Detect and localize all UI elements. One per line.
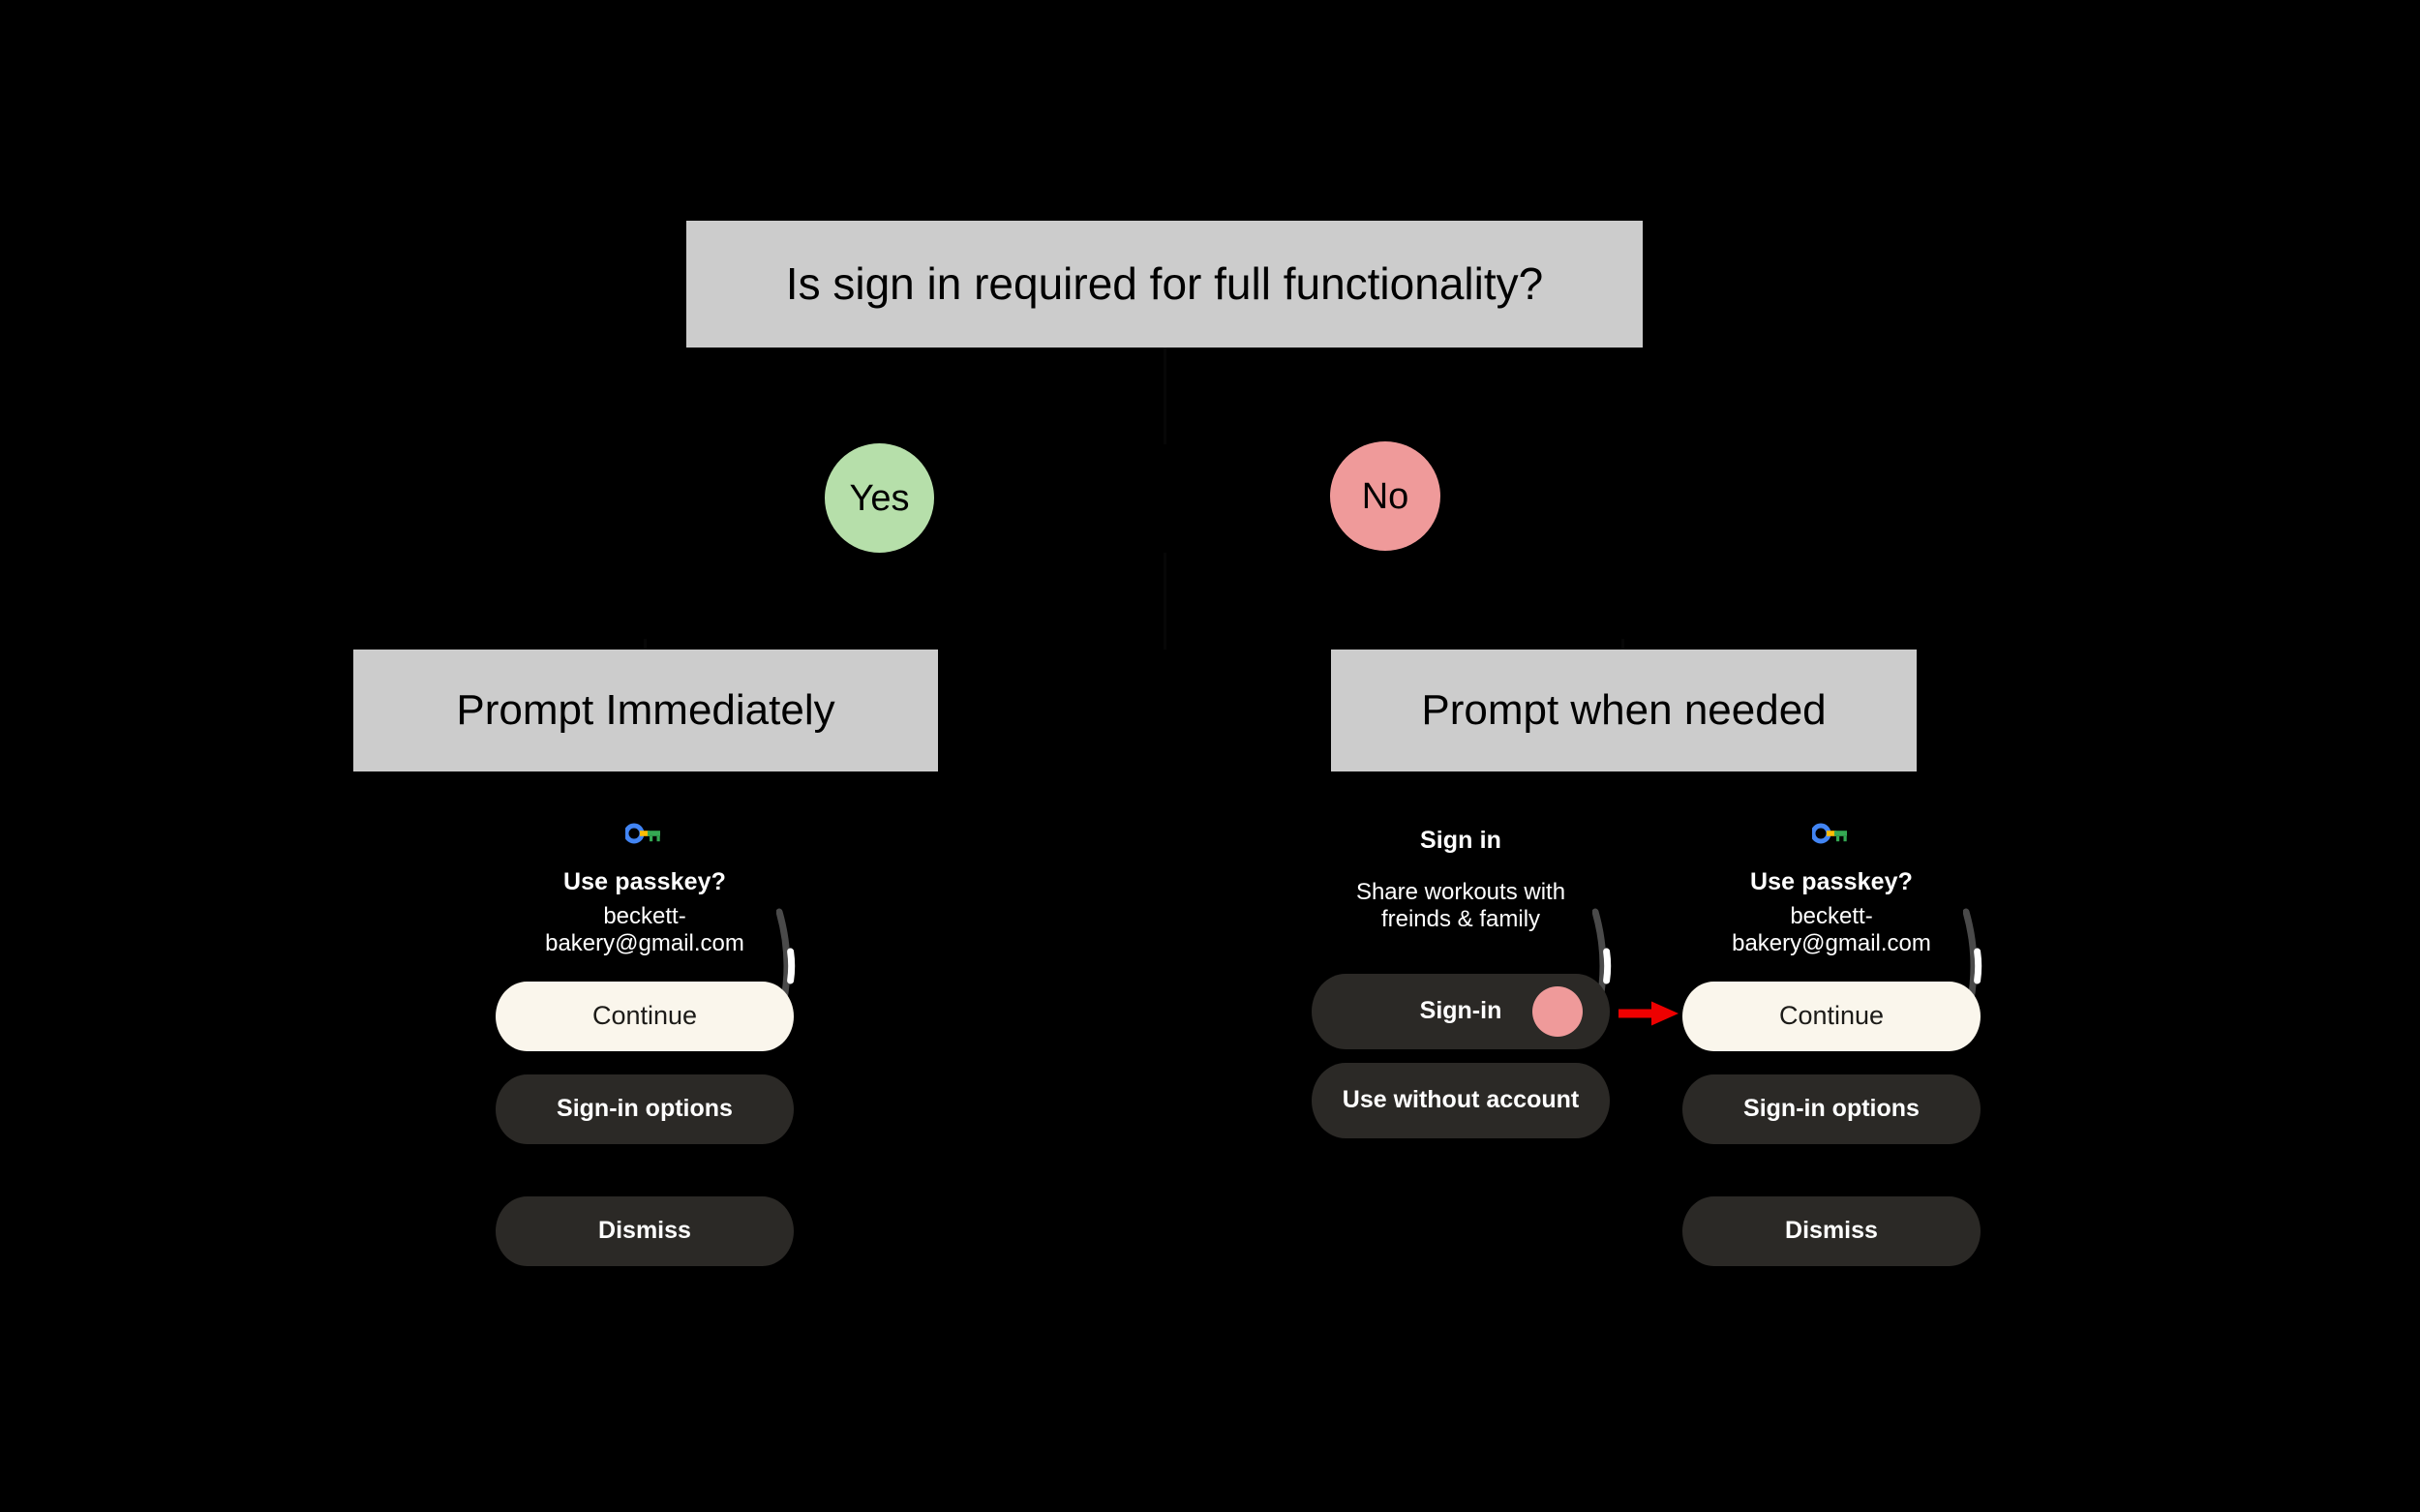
branch-label-yes: Yes xyxy=(849,477,910,519)
sign-in-badge-dot xyxy=(1532,986,1583,1037)
sign-in-options-button-label: Sign-in options xyxy=(557,1095,733,1123)
flow-title-text: Is sign in required for full functionali… xyxy=(785,258,1544,310)
watch-middle-subtitle: Share workouts with freinds & family xyxy=(1355,879,1566,933)
flow-outcome-text-when-needed: Prompt when needed xyxy=(1421,685,1827,734)
flow-outcome-box-immediate: Prompt Immediately xyxy=(353,650,938,771)
flow-outcome-text-immediate: Prompt Immediately xyxy=(456,685,835,734)
branch-label-no: No xyxy=(1361,475,1409,517)
connector-stub-right xyxy=(1621,639,1624,650)
sign-in-button[interactable]: Sign-in xyxy=(1312,974,1610,1049)
continue-button-label: Continue xyxy=(591,1001,698,1031)
watch-right-title: Use passkey? xyxy=(1750,868,1913,895)
watch-screen-middle-signin: Sign in Share workouts with freinds & fa… xyxy=(1312,811,1612,1307)
google-passkey-icon xyxy=(625,823,662,844)
branch-circle-no: No xyxy=(1330,441,1440,551)
continue-button-label: Continue xyxy=(1778,1001,1885,1031)
dismiss-button-label: Dismiss xyxy=(1785,1217,1878,1245)
use-without-account-button-label: Use without account xyxy=(1342,1086,1580,1114)
sign-in-options-button-label: Sign-in options xyxy=(1743,1095,1920,1123)
branch-circle-yes: Yes xyxy=(825,443,934,553)
flow-title-box: Is sign in required for full functionali… xyxy=(686,221,1643,348)
watch-middle-title: Sign in xyxy=(1419,827,1502,854)
connector-stub-left xyxy=(644,639,647,650)
watch-left-subtitle: beckett-bakery@gmail.com xyxy=(545,903,744,957)
watch-screen-right-passkey: Use passkey? beckett-bakery@gmail.com Co… xyxy=(1682,811,1982,1307)
sign-in-options-button[interactable]: Sign-in options xyxy=(496,1074,794,1144)
watch-right-subtitle: beckett-bakery@gmail.com xyxy=(1732,903,1931,957)
annotation-red-arrow-icon xyxy=(1618,1001,1679,1026)
continue-button[interactable]: Continue xyxy=(496,982,794,1051)
dismiss-button[interactable]: Dismiss xyxy=(1682,1196,1981,1266)
continue-button[interactable]: Continue xyxy=(1682,982,1981,1051)
connector-title-to-yes xyxy=(1164,348,1166,444)
dismiss-button-label: Dismiss xyxy=(598,1217,691,1245)
watch-left-title: Use passkey? xyxy=(563,868,726,895)
use-without-account-button[interactable]: Use without account xyxy=(1312,1063,1610,1138)
google-passkey-icon xyxy=(1812,823,1849,844)
sign-in-button-label: Sign-in xyxy=(1419,997,1502,1025)
sign-in-options-button[interactable]: Sign-in options xyxy=(1682,1074,1981,1144)
dismiss-button[interactable]: Dismiss xyxy=(496,1196,794,1266)
flow-outcome-box-when-needed: Prompt when needed xyxy=(1331,650,1917,771)
connector-yes-to-left-outcome xyxy=(1164,553,1166,650)
watch-screen-left-passkey: Use passkey? beckett-bakery@gmail.com Co… xyxy=(496,811,796,1307)
